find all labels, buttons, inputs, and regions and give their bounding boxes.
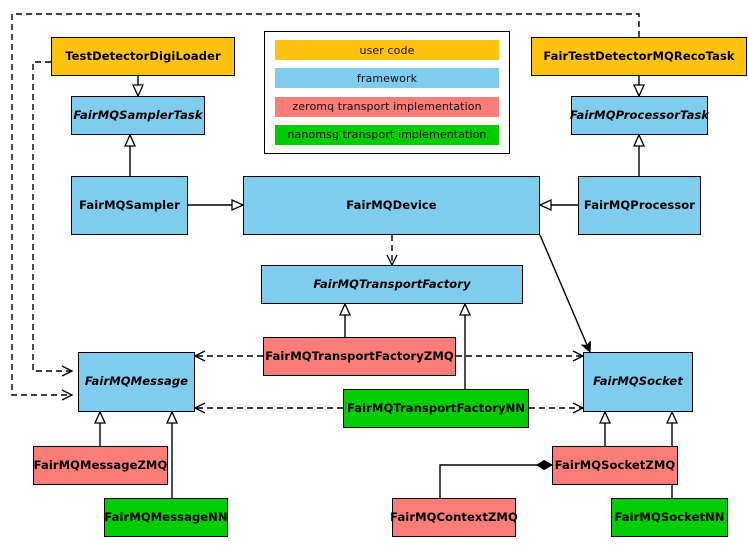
class-node-label: FairMQSamplerTask xyxy=(73,107,203,122)
class-node-fairmqsocketzmq[interactable]: FairMQSocketZMQ xyxy=(552,446,678,485)
class-node-label: FairMQTransportFactory xyxy=(313,276,471,291)
class-node-label: FairMQMessageNN xyxy=(104,509,228,524)
legend-item-framework: framework xyxy=(275,68,499,89)
class-node-testdetectordigiloader[interactable]: TestDetectorDigiLoader xyxy=(51,37,235,76)
legend-item-nanomsg: nanomsg transport implementation xyxy=(275,124,499,145)
class-node-label: FairMQTransportFactoryNN xyxy=(346,400,526,415)
legend-panel: user code framework zeromq transport imp… xyxy=(264,31,510,154)
class-node-fairmqcontextzmq[interactable]: FairMQContextZMQ xyxy=(390,498,518,537)
class-node-label: FairMQMessage xyxy=(84,374,189,389)
class-node-fairmqmessagenn[interactable]: FairMQMessageNN xyxy=(104,498,228,537)
class-node-label: FairMQSocket xyxy=(593,374,683,389)
legend-item-zeromq: zeromq transport implementation xyxy=(275,96,499,117)
class-node-label: FairMQMessageZMQ xyxy=(33,457,168,472)
class-node-fairmqtransportfactoryzmq[interactable]: FairMQTransportFactoryZMQ xyxy=(263,337,456,376)
class-node-label: FairMQDevice xyxy=(346,197,437,212)
class-node-label: FairMQProcessorTask xyxy=(569,107,710,122)
class-node-label: FairMQSampler xyxy=(79,197,180,212)
class-node-label: FairMQTransportFactoryZMQ xyxy=(265,348,454,363)
class-node-fairmqsamplertask[interactable]: FairMQSamplerTask xyxy=(71,96,205,135)
class-node-label: FairMQProcessor xyxy=(583,197,696,212)
class-node-fairmqprocessor[interactable]: FairMQProcessor xyxy=(578,176,701,235)
edge-socketzmq-composition-contextzmq xyxy=(439,459,554,498)
class-node-fairmqsampler[interactable]: FairMQSampler xyxy=(71,176,188,235)
class-node-fairmqdevice[interactable]: FairMQDevice xyxy=(243,176,540,235)
class-node-label: TestDetectorDigiLoader xyxy=(65,48,221,63)
class-node-fairtestdetectormqrecotask[interactable]: FairTestDetectorMQRecoTask xyxy=(531,37,747,76)
class-node-fairmqsocket[interactable]: FairMQSocket xyxy=(583,352,693,412)
legend-item-user-code: user code xyxy=(275,40,499,60)
class-node-fairmqprocessortask[interactable]: FairMQProcessorTask xyxy=(569,96,710,135)
class-node-fairmqtransportfactory[interactable]: FairMQTransportFactory xyxy=(261,265,523,304)
class-node-fairmqmessagezmq[interactable]: FairMQMessageZMQ xyxy=(33,446,168,485)
class-node-fairmqmessage[interactable]: FairMQMessage xyxy=(78,352,195,412)
class-node-fairmqtransportfactorynn[interactable]: FairMQTransportFactoryNN xyxy=(343,389,529,428)
edge-digiloader-to-message xyxy=(32,61,74,377)
class-node-label: FairTestDetectorMQRecoTask xyxy=(543,48,735,63)
class-node-label: FairMQSocketZMQ xyxy=(554,457,676,472)
edge-device-to-socket xyxy=(539,234,590,352)
class-node-label: FairMQContextZMQ xyxy=(390,509,518,524)
class-node-fairmqsocketnn[interactable]: FairMQSocketNN xyxy=(611,498,728,537)
edge-recotask-to-message xyxy=(11,13,640,401)
class-node-label: FairMQSocketNN xyxy=(614,509,725,524)
